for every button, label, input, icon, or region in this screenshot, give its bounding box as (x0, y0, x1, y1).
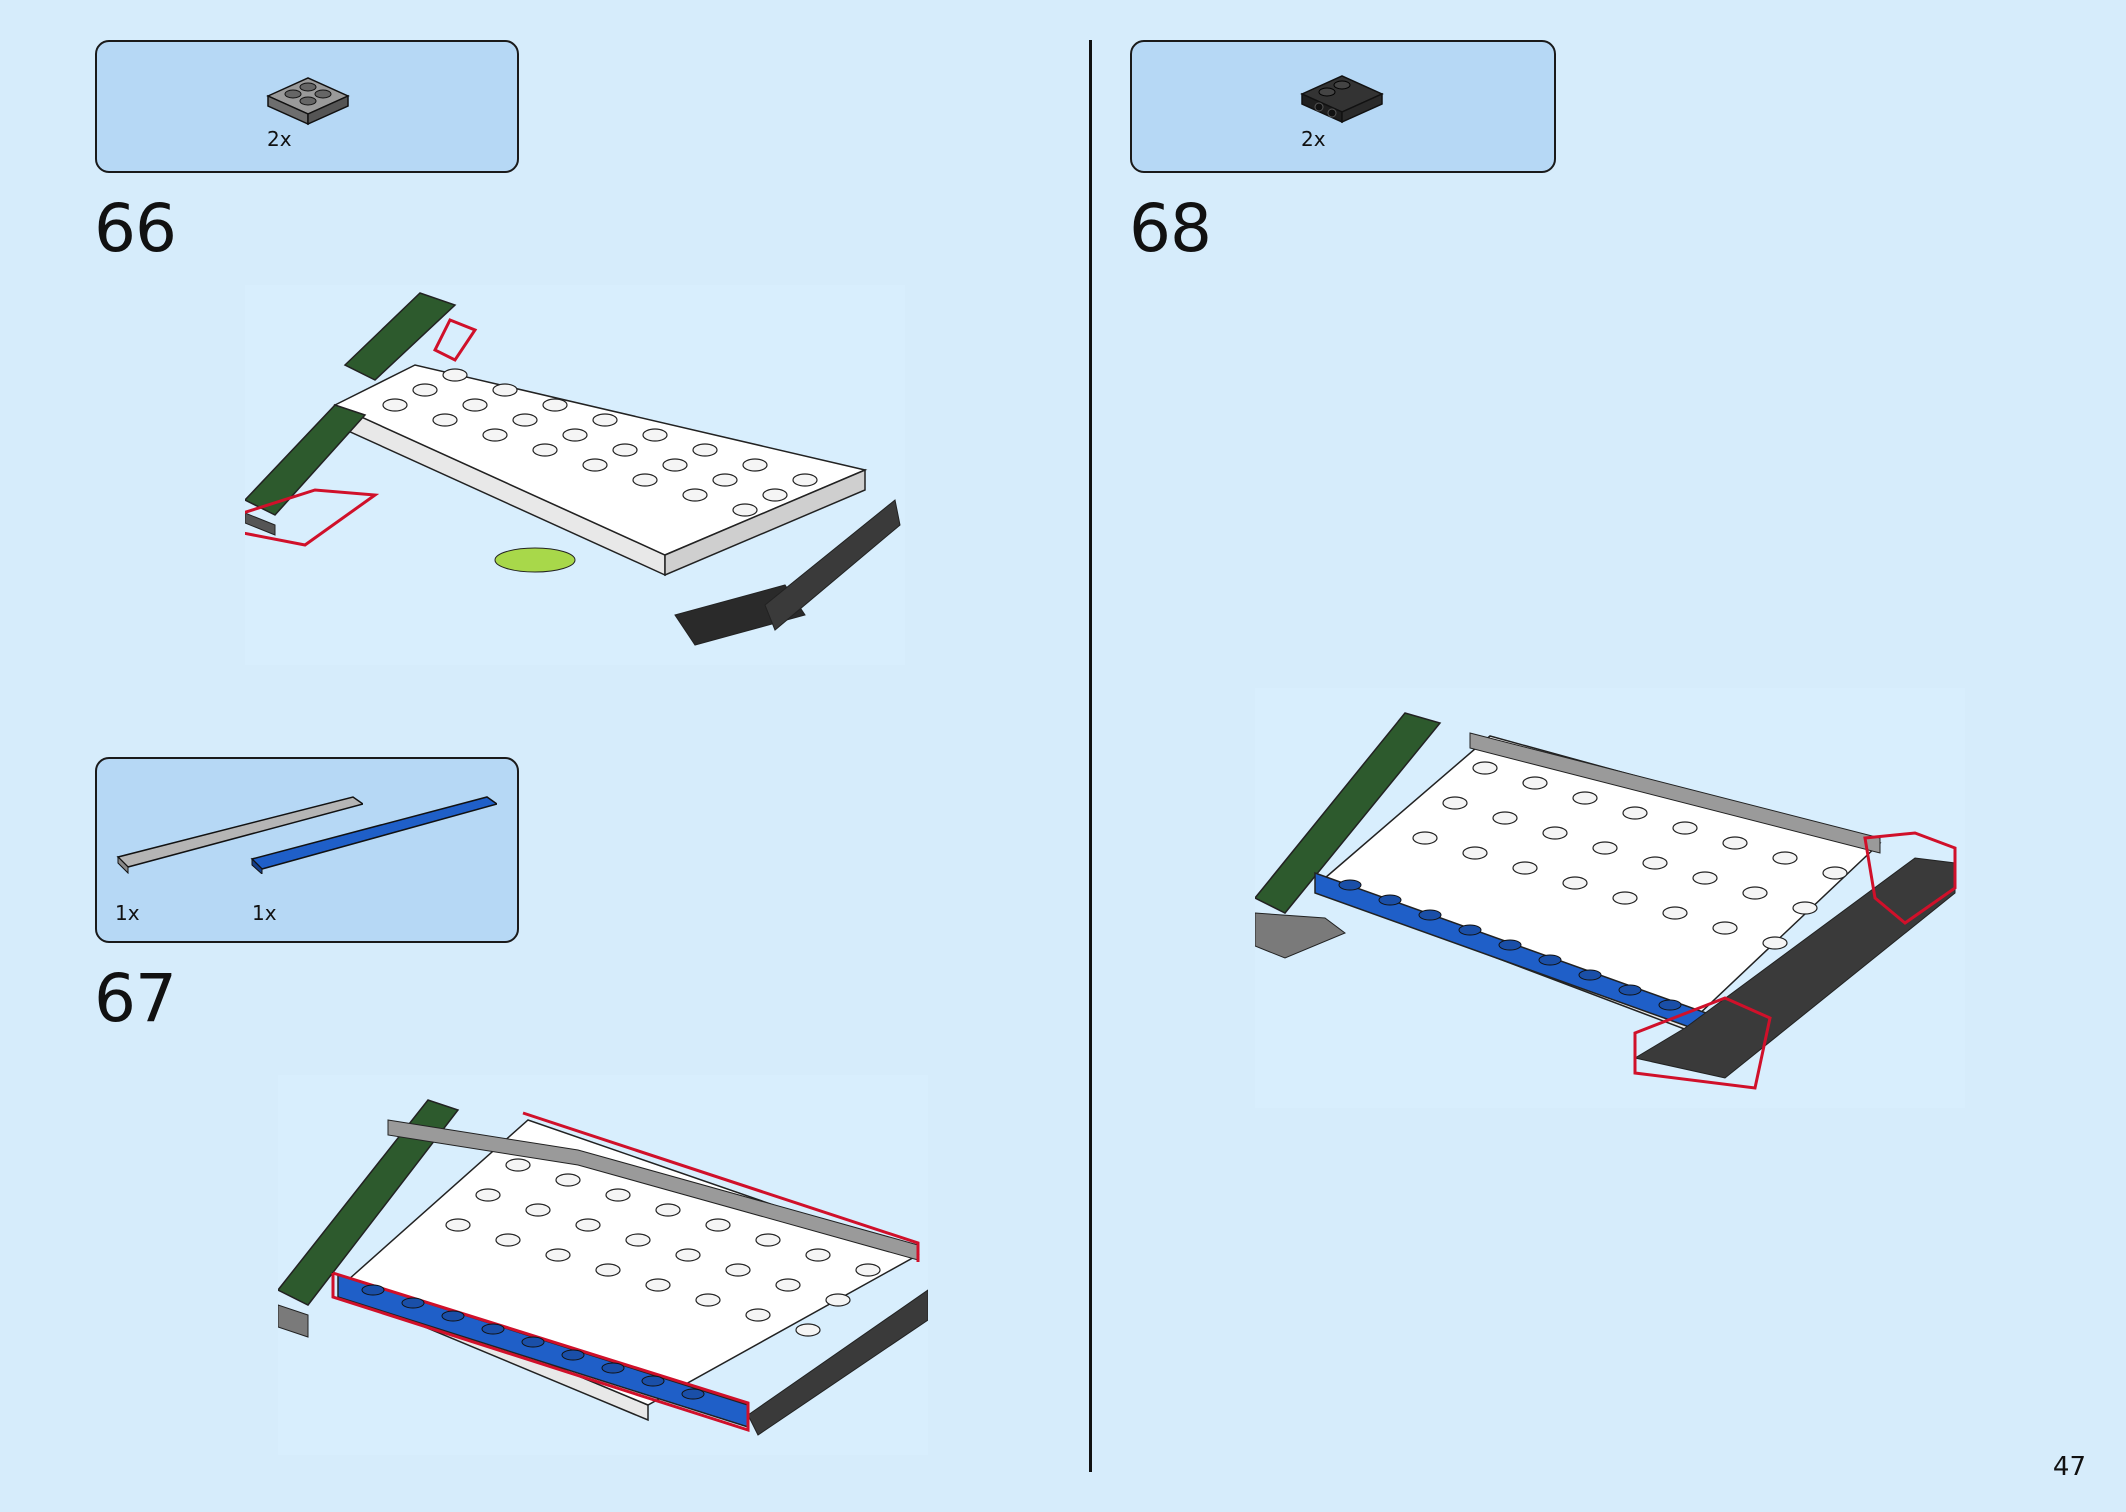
step-67-assembly-illustration (278, 1075, 928, 1455)
part-quantity: 2x (1301, 127, 1326, 151)
part-quantity: 1x (115, 901, 140, 925)
column-divider (1089, 40, 1092, 1472)
blue-1x10-plate-icon (250, 796, 497, 874)
parts-box-step-66: 2x (95, 40, 519, 173)
gray-2x2-plate-icon (266, 77, 350, 126)
step-number-67: 67 (94, 960, 177, 1037)
parts-box-step-68: 2x (1130, 40, 1556, 173)
part-quantity: 2x (267, 127, 292, 151)
parts-box-step-67: 1x 1x (95, 757, 519, 943)
black-bracket-plate-icon (1300, 75, 1384, 124)
light-gray-1x10-plate-icon (116, 796, 363, 874)
step-number-66: 66 (94, 190, 177, 267)
step-66-assembly-illustration (245, 285, 905, 665)
page-number: 47 (2052, 1452, 2086, 1482)
step-number-68: 68 (1129, 190, 1212, 267)
part-quantity: 1x (252, 901, 277, 925)
step-68-assembly-illustration (1255, 688, 1965, 1108)
